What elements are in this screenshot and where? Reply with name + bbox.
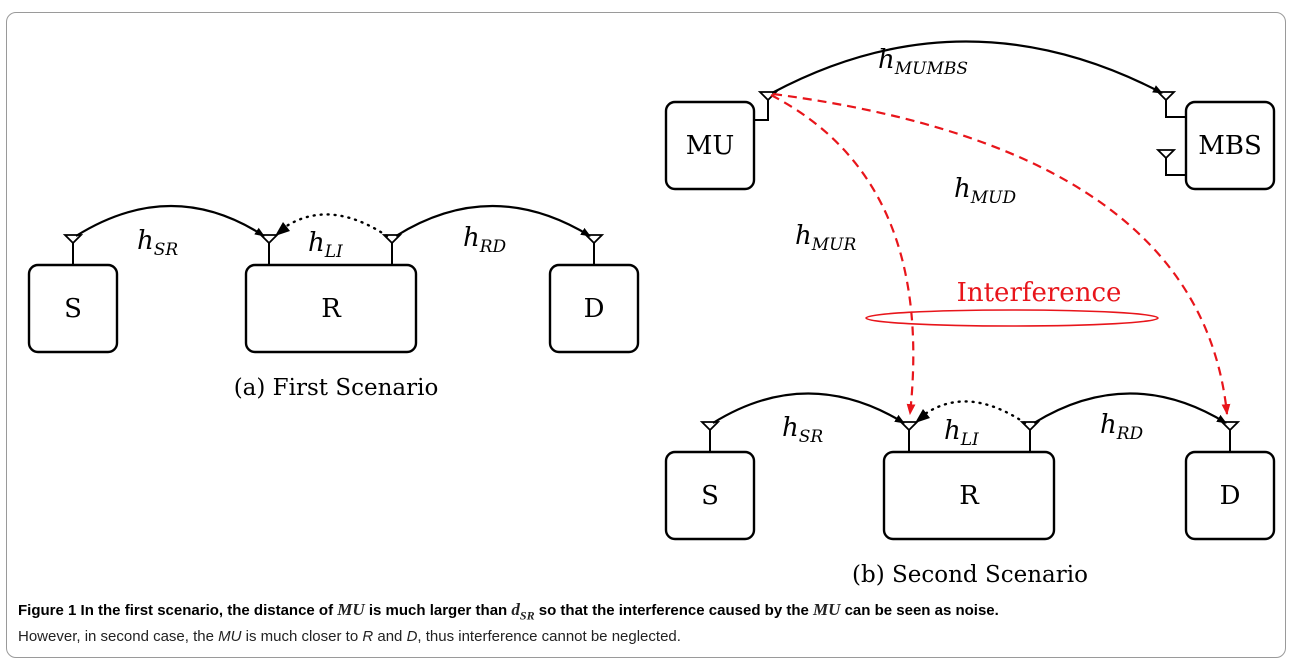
link-mud — [772, 92, 1231, 416]
label-h-rd-b: hRD — [1100, 410, 1144, 444]
node-r-b-label: R — [959, 481, 980, 511]
node-s-b-label: S — [701, 481, 719, 511]
link-li — [283, 213, 389, 238]
label-h-sr-b: hSR — [782, 413, 823, 447]
link-rd-b — [1033, 392, 1227, 424]
figure-label: Figure 1 — [18, 602, 77, 619]
mbs-rx-antenna-icon — [1155, 91, 1177, 102]
li-arrowhead — [275, 222, 290, 236]
caption-line-1: Figure 1 In the first scenario, the dist… — [18, 599, 1282, 626]
caption-text: so that the interference caused by the — [538, 602, 809, 619]
caption-math-mu: MU — [337, 600, 365, 619]
s-b-antenna-icon — [699, 421, 721, 432]
label-h-mumbs: hMUMBS — [878, 45, 968, 79]
scenario-b: MU MBS hMUMBS hMUD hMUR Interference S R… — [664, 40, 1276, 588]
node-r-b-box — [882, 450, 1056, 541]
caption-text: , thus interference cannot be neglected. — [417, 628, 681, 646]
mbs-tx-antenna-icon — [1155, 149, 1177, 160]
link-mur — [770, 94, 916, 416]
link-sr-b — [712, 392, 905, 424]
label-h-mur: hMUR — [795, 221, 856, 255]
node-d-label: D — [584, 294, 605, 324]
caption-math-mu: MU — [813, 600, 841, 619]
node-mu-box — [664, 100, 756, 191]
label-h-mud: hMUD — [954, 174, 1016, 208]
caption-text: can be seen as noise. — [844, 602, 999, 619]
scenario-a: S R D hSR hLI hRD (a) First Scenario — [27, 205, 640, 401]
label-h-sr: hSR — [137, 226, 178, 260]
caption-text: is much closer to — [245, 628, 359, 646]
node-mu-label: MU — [686, 131, 735, 161]
label-h-li-b: hLI — [944, 416, 979, 450]
node-mbs-box — [1184, 100, 1276, 191]
link-sr — [75, 205, 265, 237]
link-li-b — [923, 400, 1027, 425]
r-b-tx-antenna-icon — [1019, 421, 1041, 432]
mu-antenna-wire — [754, 100, 769, 121]
interference-ellipse — [865, 309, 1159, 327]
caption-math-mu: MU — [218, 628, 242, 646]
caption-text: However, in second case, the — [18, 628, 214, 646]
node-s-label: S — [64, 294, 82, 324]
node-d-b-label: D — [1220, 481, 1241, 511]
mbs-rx-antenna-wire — [1165, 100, 1186, 118]
caption-line-2: However, in second case, the MU is much … — [18, 626, 1282, 647]
d-b-antenna-icon — [1219, 421, 1241, 432]
label-h-rd: hRD — [463, 223, 507, 257]
figure-frame — [6, 12, 1286, 658]
r-b-rx-antenna-icon — [898, 421, 920, 432]
node-mbs-label: MBS — [1198, 131, 1262, 161]
figure-caption: Figure 1 In the first scenario, the dist… — [18, 599, 1282, 647]
li-b-arrowhead — [915, 409, 930, 423]
s-antenna-icon — [62, 234, 84, 245]
caption-second-scenario: (b) Second Scenario — [852, 562, 1088, 588]
label-h-li: hLI — [308, 228, 343, 262]
link-mumbs — [771, 40, 1163, 94]
r-tx-antenna-icon — [381, 234, 403, 245]
node-r-label: R — [321, 294, 342, 324]
diagram: S R D hSR hLI hRD (a) First Scenario MU … — [27, 40, 1276, 588]
d-antenna-icon — [583, 234, 605, 245]
caption-math-dsr: dSR — [511, 600, 535, 623]
caption-math-d: D — [406, 628, 418, 646]
node-r-box — [244, 263, 418, 354]
caption-text: In the first scenario, the distance of — [80, 602, 334, 619]
r-rx-antenna-icon — [258, 234, 280, 245]
caption-math-r: R — [362, 628, 374, 646]
interference-label: Interference — [957, 278, 1122, 308]
caption-first-scenario: (a) First Scenario — [234, 375, 439, 401]
caption-text: is much larger than — [368, 602, 508, 619]
mbs-tx-antenna-wire — [1165, 158, 1186, 176]
caption-text: and — [377, 628, 403, 646]
link-rd — [395, 205, 591, 237]
